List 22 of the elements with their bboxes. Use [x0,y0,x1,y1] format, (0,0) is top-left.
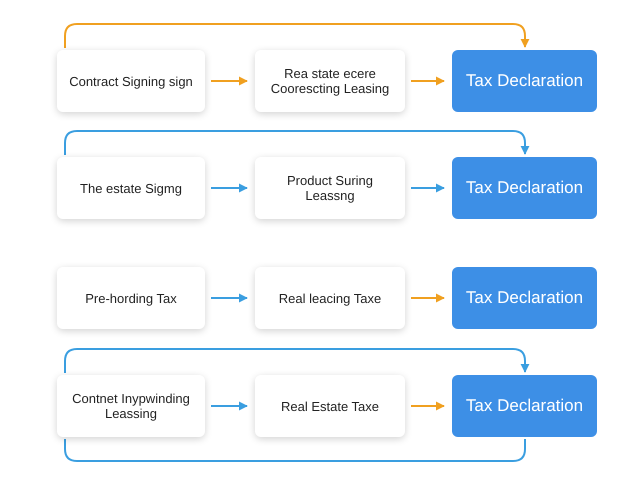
process-box: Contnet Inypwinding Leassing [57,375,205,437]
arrow [411,402,445,410]
arrow [211,76,248,86]
declaration-box: Tax Declaration [452,375,597,437]
process-box: Product Suring Leassng [255,157,405,219]
arrow [411,184,445,192]
arrow [211,294,248,302]
declaration-box: Tax Declaration [452,157,597,219]
process-box: The estate Sigmg [57,157,205,219]
process-box: Contract Signing sign [57,50,205,112]
arrow [211,184,248,192]
process-box: Rea state ecere Coorescting Leasing [255,50,405,112]
process-box: Pre-hording Tax [57,267,205,329]
declaration-box: Tax Declaration [452,50,597,112]
arrow [64,23,530,48]
process-box: Real Estate Taxe [255,375,405,437]
arrow [64,130,530,155]
declaration-box: Tax Declaration [452,267,597,329]
process-box: Real leacing Taxe [255,267,405,329]
arrow [411,76,445,86]
arrow [411,294,445,302]
arrow [211,402,248,410]
